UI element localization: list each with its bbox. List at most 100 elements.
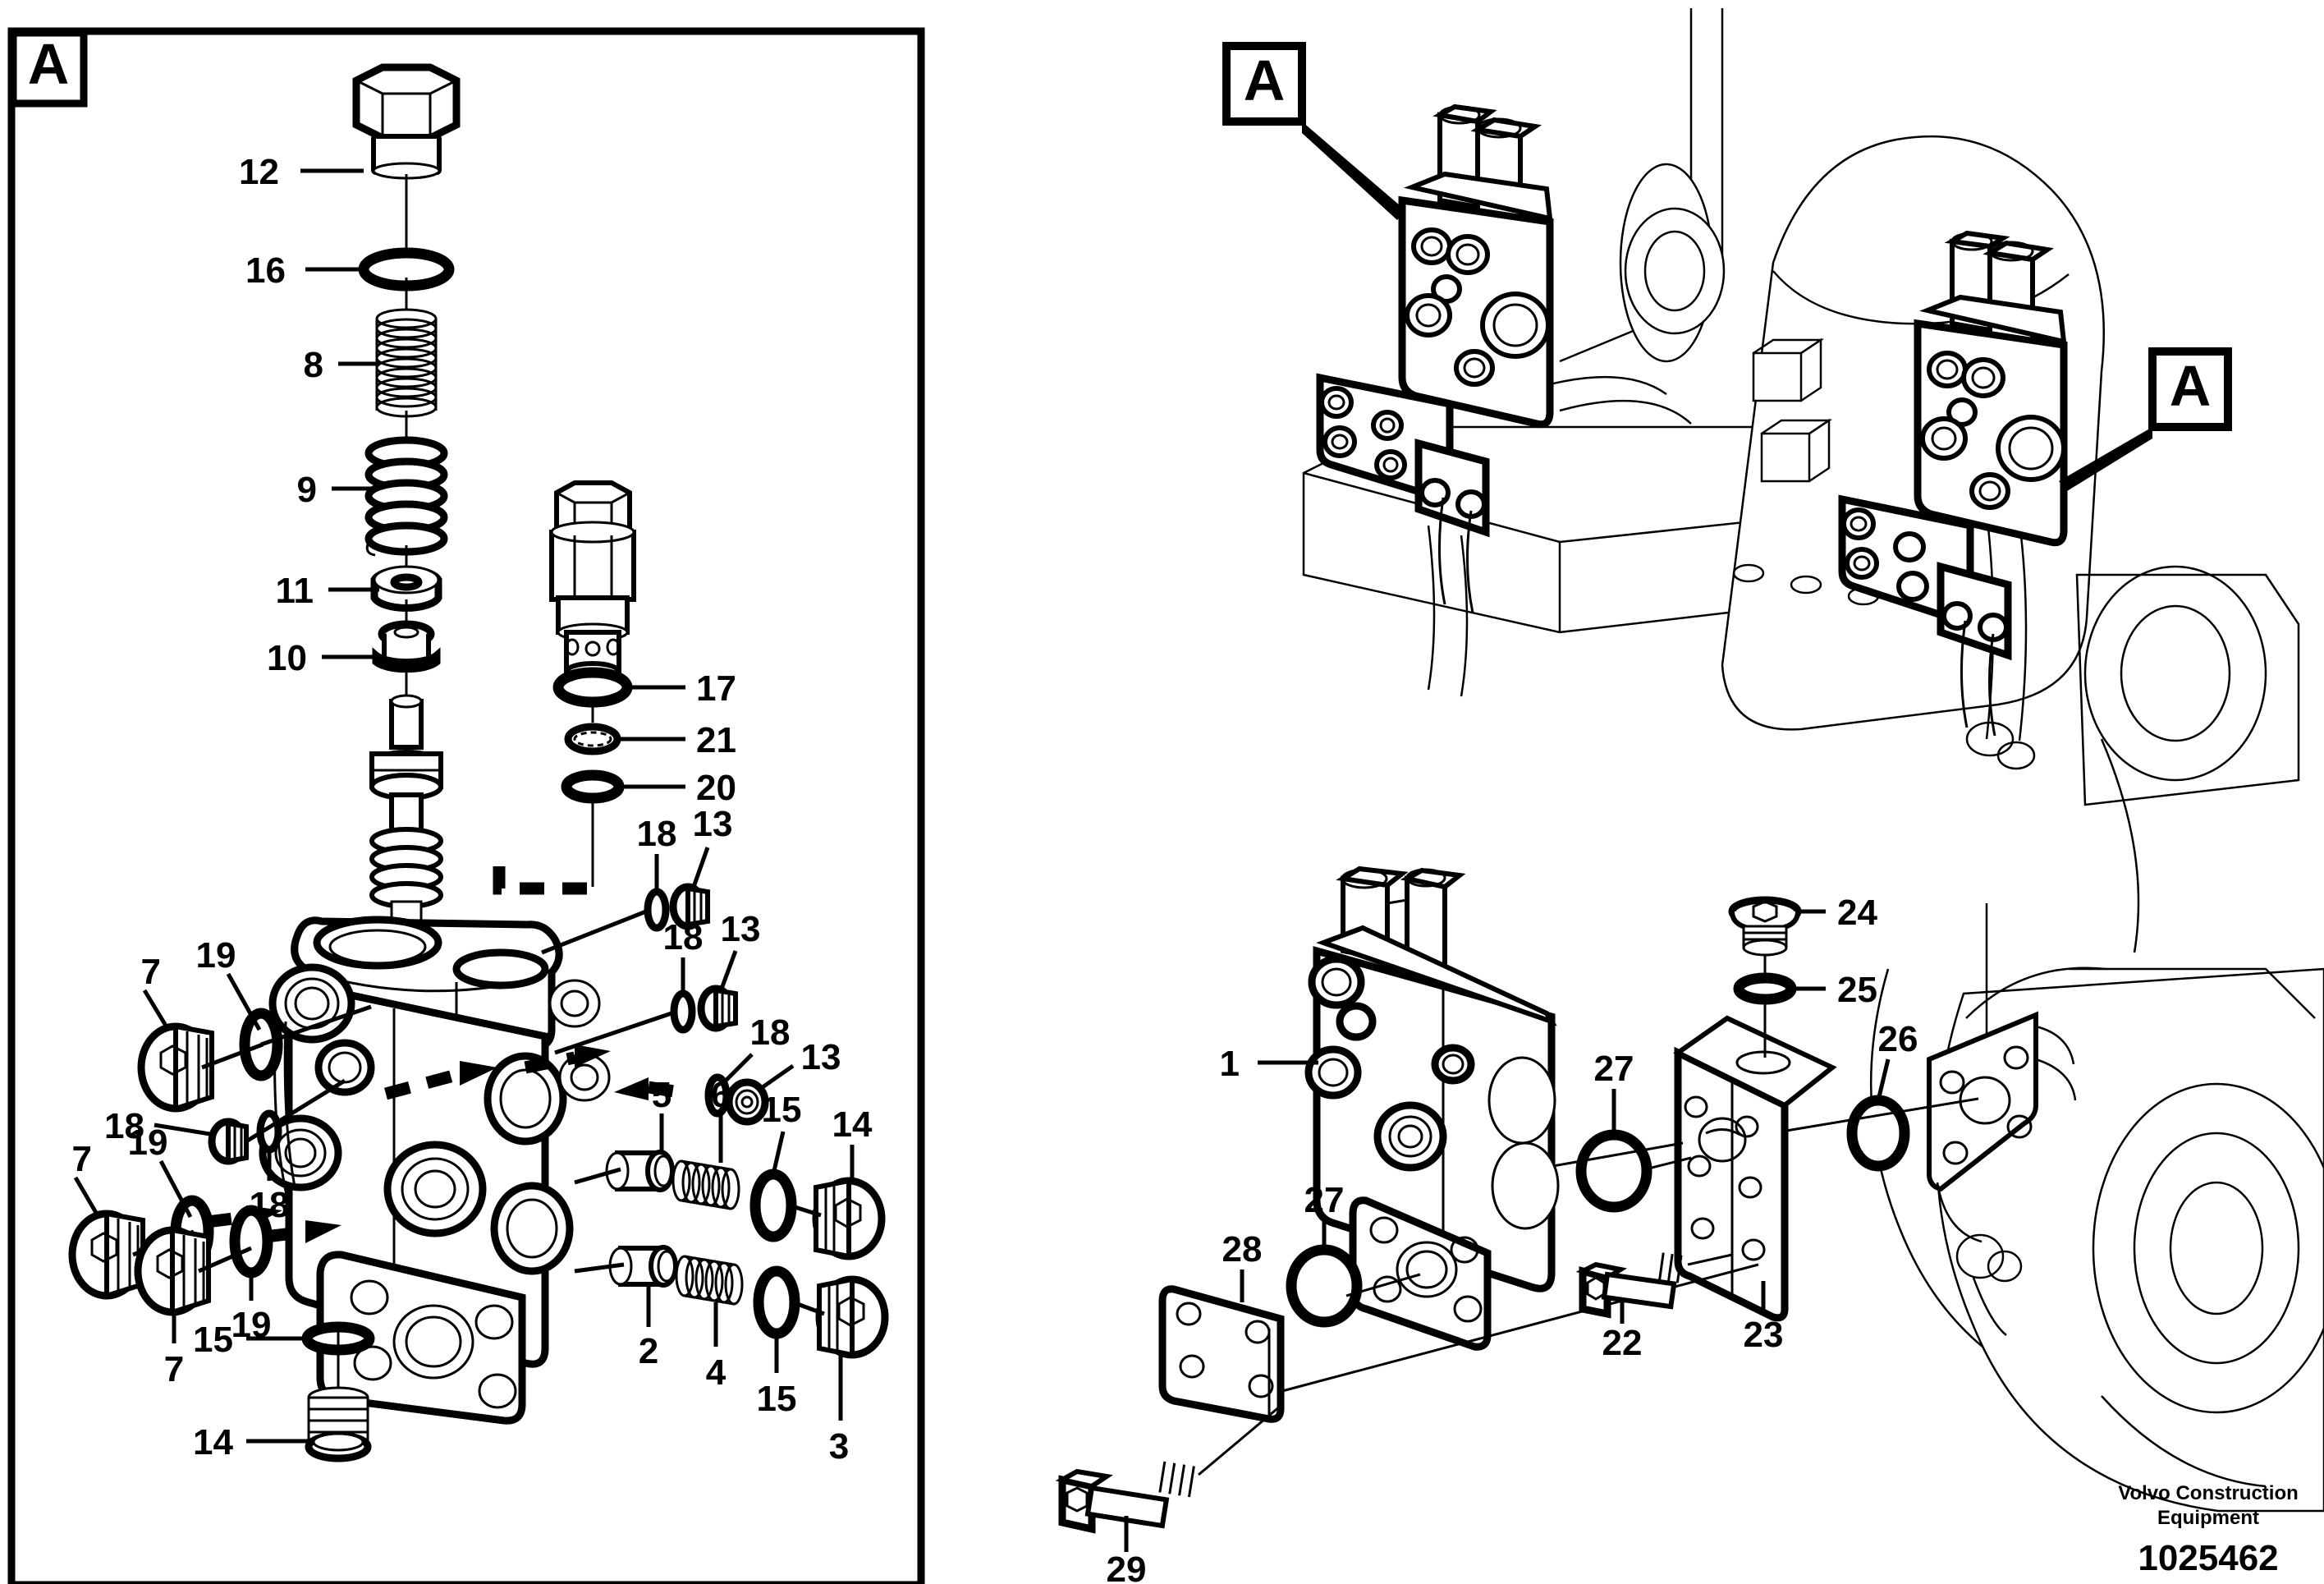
- part-14-hex-socket-plug-a: [305, 1386, 372, 1462]
- part-9-spring-outer: [364, 436, 448, 557]
- brand-line-2: Equipment: [2157, 1507, 2259, 1529]
- leader-7a: [142, 989, 171, 1031]
- part-25-o-ring: [1733, 972, 1797, 1005]
- leader-19a: [260, 1004, 372, 1047]
- callout-14-a: 14: [193, 1422, 233, 1462]
- detail-marker-a-context-right[interactable]: A: [2059, 347, 2232, 491]
- axis-26-bracket: [1781, 1097, 1979, 1133]
- callout-24: 24: [1837, 893, 1877, 933]
- callout-2: 2: [639, 1331, 658, 1371]
- callout-28: 28: [1222, 1229, 1263, 1269]
- part-8-spring-inner: [375, 308, 438, 418]
- relief-valve-cartridge: [549, 480, 636, 692]
- callout-7-b: 7: [72, 1139, 92, 1179]
- leader-14b-stub: [789, 1203, 822, 1218]
- callout-18-c: 18: [750, 1012, 791, 1053]
- callout-16: 16: [245, 250, 286, 291]
- callout-17: 17: [696, 668, 736, 709]
- part-7-hex-socket-plug-b: [68, 1210, 145, 1300]
- callout-15-b: 15: [762, 1090, 802, 1130]
- detail-marker-a-context-left[interactable]: A: [1222, 42, 1405, 220]
- context-illustration-upper: A: [1222, 8, 2300, 953]
- callout-11: 11: [275, 571, 314, 611]
- mounting-bracket: [1927, 1011, 2077, 1336]
- part-27-o-ring-a: [1575, 1129, 1652, 1213]
- part-19-o-ring-c: [229, 1205, 273, 1279]
- part-7-hex-socket-plug-a: [137, 1022, 214, 1113]
- arrow-x1: [460, 1061, 497, 1086]
- callout-13-d: 18: [104, 1106, 144, 1146]
- callout-22: 22: [1602, 1323, 1643, 1363]
- leader-15b: [771, 1131, 786, 1175]
- left-panel-frame: [7, 27, 925, 1584]
- callout-10: 10: [267, 638, 307, 678]
- part-15-o-ring-b: [749, 1168, 797, 1242]
- leader-19b-tick: [158, 1159, 193, 1219]
- leader-7a-stub: [201, 1042, 264, 1070]
- axis-27a-block: [1552, 1141, 1684, 1168]
- context-valve-left: [1316, 103, 1554, 613]
- part-22-socket-head-bolt: [1575, 1252, 1733, 1319]
- leader-19a-tick: [226, 972, 262, 1031]
- part-26-o-ring: [1846, 1095, 1910, 1172]
- part-1-control-valve-body: [1304, 865, 1560, 1351]
- part-4-spring-b: [675, 1255, 744, 1306]
- leader-13d-lead: [154, 1123, 216, 1137]
- callout-15-a: 15: [193, 1320, 233, 1360]
- arrow-18c: [614, 1077, 649, 1100]
- leader-13b: [719, 950, 738, 989]
- leader-a-context-left: [1302, 122, 1405, 220]
- axis-27a-stub: [1644, 1156, 1692, 1171]
- part-14-hex-socket-plug-b: [812, 1177, 886, 1260]
- dashed-leader-18b: [206, 1210, 247, 1228]
- document-number: 1025462: [2138, 1538, 2278, 1578]
- callout-5: 5: [652, 1075, 672, 1115]
- leader-13d: [245, 1078, 346, 1144]
- spool-shaft: [369, 694, 443, 923]
- callout-4: 4: [706, 1352, 727, 1393]
- dashed-leader-x1: [384, 1067, 461, 1100]
- leader-26: [1876, 1058, 1891, 1101]
- callout-25: 25: [1837, 970, 1877, 1010]
- part-10-seal-bushing: [372, 620, 441, 673]
- callout-19-a: 19: [196, 935, 236, 976]
- dashed-leader-18c: [647, 1081, 691, 1100]
- callout-7-a: 7: [141, 952, 161, 992]
- dashed-leader-relief: [493, 866, 593, 895]
- dashed-leader-x2: [524, 1051, 576, 1074]
- part-11-spring-seat-washer: [370, 565, 442, 612]
- detail-marker-a-left: A: [9, 29, 88, 108]
- leader-7b: [73, 1176, 101, 1219]
- part-2-spool-piston-b: [608, 1245, 678, 1288]
- detail-marker-a-left-label: A: [28, 32, 70, 96]
- part-21-backup-ring: [564, 723, 621, 755]
- callout-15-c: 15: [757, 1379, 797, 1419]
- callout-27-b: 27: [1304, 1180, 1345, 1220]
- part-6-spring-a: [672, 1159, 740, 1210]
- callout-26: 26: [1878, 1019, 1918, 1059]
- brand-line-1: Volvo Construction: [2118, 1482, 2299, 1504]
- leader-18c: [722, 1053, 754, 1084]
- part-13-plug-c: [725, 1078, 769, 1126]
- callout-18-a: 18: [637, 814, 677, 854]
- callout-27-a: 27: [1594, 1049, 1634, 1089]
- callout-1: 1: [1220, 1044, 1240, 1084]
- callout-18-b: 18: [663, 917, 704, 957]
- part-24-hex-socket-plug: [1728, 896, 1802, 957]
- callout-8: 8: [304, 345, 323, 385]
- axis-bolt-29-path: [1281, 1263, 1759, 1393]
- part-17-o-ring: [552, 667, 633, 708]
- callout-13-c: 13: [801, 1037, 841, 1077]
- detail-marker-a-context-right-label: A: [2170, 354, 2212, 418]
- callout-7-c: 7: [164, 1349, 184, 1389]
- callout-13-a: 13: [693, 804, 733, 844]
- part-15-o-ring-c: [753, 1265, 800, 1339]
- part-3-hex-socket-plug: [815, 1275, 889, 1359]
- dashed-leader-19c: [265, 1225, 306, 1243]
- leader-5-body: [574, 1167, 621, 1185]
- callout-13-b: 13: [721, 909, 761, 949]
- callout-6: 6: [711, 1075, 731, 1115]
- leader-7c-stub: [197, 1246, 253, 1274]
